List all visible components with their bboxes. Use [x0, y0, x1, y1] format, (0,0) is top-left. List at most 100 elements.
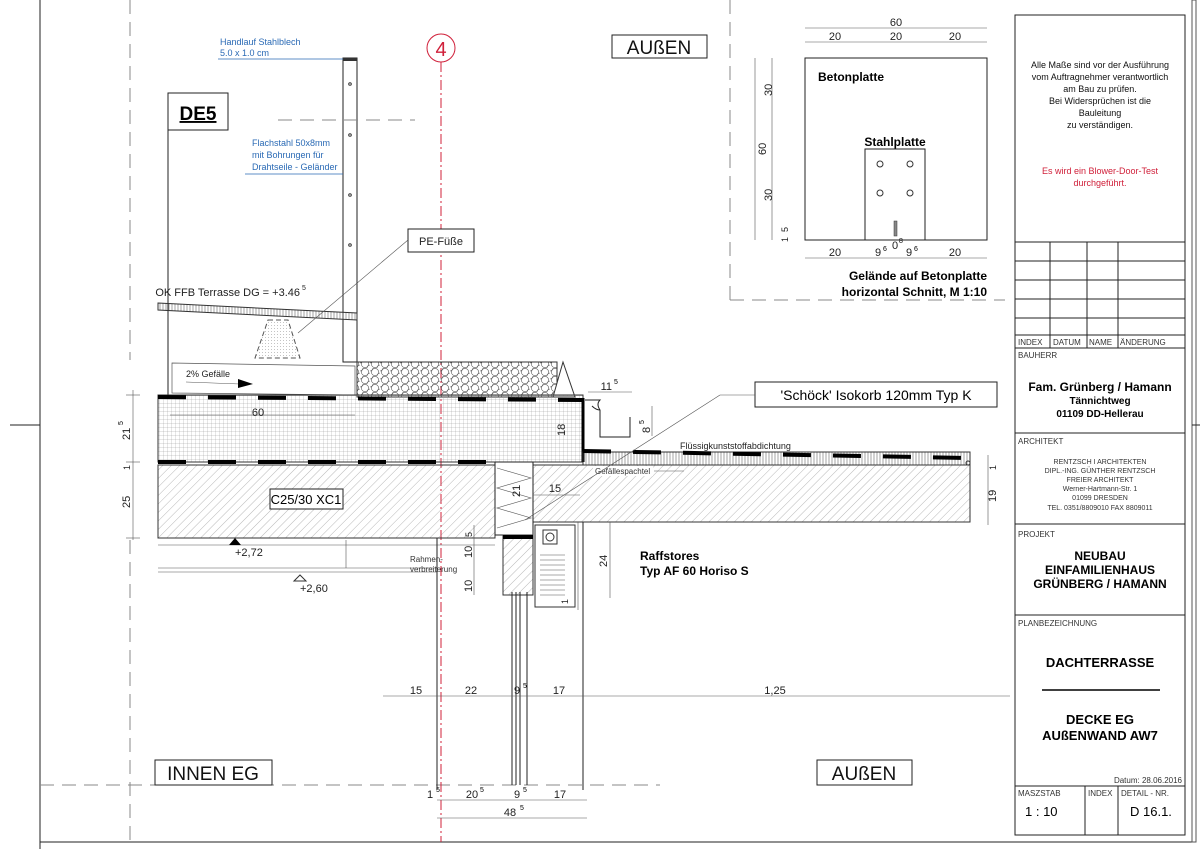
- plate_detail-bottom_sup-1-text: 6: [914, 246, 918, 253]
- revision_table-headers-0-text: INDEX: [1018, 338, 1043, 347]
- architekt-lines-4-text: 01099 DRESDEN: [1072, 495, 1128, 502]
- plate_detail-left_total-text: 60: [757, 143, 769, 155]
- concrete-grade: C25/30 XC1: [271, 492, 342, 507]
- notice-lines-5-text: zu verständigen.: [1067, 120, 1133, 130]
- footer-section: MASZSTAB 1 : 10 INDEX DETAIL - NR. D 16.…: [1018, 786, 1172, 835]
- footer-scale-text: 1 : 10: [1025, 804, 1058, 819]
- label-pe-fuesse: PE-Füße: [297, 228, 475, 334]
- label-innen-eg: INNEN EG: [154, 759, 273, 786]
- gutter-dims: 11 5 8 5: [588, 379, 653, 436]
- drawing-dims-row2-1-text: 20: [466, 789, 478, 801]
- plan-title1-text: DACHTERRASSE: [1046, 655, 1155, 670]
- drawing-dims-row1-4-text: 1,25: [764, 685, 785, 697]
- drawing-dims-d11-text: 11: [601, 381, 612, 393]
- revision-table: INDEX DATUM NAME ÄNDERUNG: [1015, 241, 1185, 349]
- plate_detail-caption-0-text: Gelände auf Betonplatte: [849, 269, 987, 283]
- drawing-dims-d1r-text: 1: [988, 465, 998, 470]
- revision_table-headers-1-text: DATUM: [1053, 338, 1081, 347]
- drawing-dims-d24-text: 24: [598, 555, 610, 567]
- drawing-dims-row2-0-text: 1: [427, 789, 433, 801]
- drawing-flachstahl-2-text: Drahtseile - Geländer: [252, 162, 338, 172]
- plate_detail-betonplatte-text: Betonplatte: [818, 70, 884, 84]
- drawing-dims-row1-1-text: 22: [465, 685, 477, 697]
- drawing-dims-d21-text: 21: [511, 485, 523, 497]
- drawing-ok_ffb_sup-text: 5: [302, 285, 306, 292]
- footer-scale_label-text: MASZSTAB: [1018, 789, 1061, 798]
- drawing-flachstahl-0-text: Flachstahl 50x8mm: [252, 138, 330, 148]
- projekt-lines-1-text: EINFAMILIENHAUS: [1045, 563, 1155, 577]
- revision_table-headers-3-text: ÄNDERUNG: [1120, 338, 1166, 347]
- plate_detail-left_small-0-text: 5: [780, 227, 790, 232]
- drawing-dims-row2_sup-2-text: 5: [523, 787, 527, 794]
- bauherr-label-text: BAUHERR: [1018, 351, 1057, 360]
- bauherr-lines-2-text: 01109 DD-Hellerau: [1056, 409, 1143, 420]
- notice-lines-0-text: Alle Maße sind vor der Ausführung: [1031, 60, 1169, 70]
- notice: Alle Maße sind vor der Ausführung vom Au…: [1031, 60, 1169, 188]
- drawing-dims-d8s-text: 5: [639, 420, 646, 424]
- sheet-frame: [10, 0, 1200, 849]
- plate_detail-bottom_parts-3-text: 20: [949, 247, 961, 259]
- drawing-ok_ffb-text: OK FFB Terrasse DG = +3.46: [155, 287, 300, 299]
- plan-date-text: Datum: 28.06.2016: [1114, 776, 1183, 785]
- drawing-dims-row2_sup-0-text: 5: [436, 787, 440, 794]
- title-block: Alle Maße sind vor der Ausführung vom Au…: [1014, 14, 1186, 836]
- drawing-dims-d10a-text: 10: [463, 546, 475, 558]
- footer-index_label-text: INDEX: [1088, 789, 1113, 798]
- raffstore-box: Raffstores Typ AF 60 Horiso S: [534, 524, 749, 608]
- annotation-handlauf: Handlauf Stahlblech 5.0 x 1.0 cm: [218, 37, 343, 60]
- drawing-dims-d19-text: 19: [987, 490, 999, 502]
- detail-tag: DE5: [167, 92, 229, 398]
- drawing-rahmen-1-text: verbreiterung: [410, 565, 457, 574]
- window-frame: [436, 522, 584, 790]
- drawing-raffstores-0-text: Raffstores: [640, 549, 700, 563]
- plate_detail-bottom_parts-0-text: 20: [829, 247, 841, 259]
- plate_detail-caption-1-text: horizontal Schnitt, M 1:10: [842, 285, 988, 299]
- drawing-dims-row2-2-text: 9: [514, 789, 520, 801]
- drawing-schoeck-text: 'Schöck' Isokorb 120mm Typ K: [780, 387, 972, 403]
- projekt-section: PROJEKT NEUBAU EINFAMILIENHAUS GRÜNBERG …: [1015, 530, 1185, 616]
- projekt-lines-2-text: GRÜNBERG / HAMANN: [1033, 576, 1166, 591]
- label-aussen-top: AUßEN: [611, 34, 708, 59]
- drawing-dims-d60-text: 60: [252, 407, 264, 419]
- projekt-label-text: PROJEKT: [1018, 530, 1055, 539]
- architekt-lines-3-text: Werner-Hartmann-Str. 1: [1063, 486, 1138, 493]
- drawing-level1-text: +2,72: [235, 547, 263, 559]
- projekt-lines-0-text: NEUBAU: [1074, 549, 1125, 563]
- plan-title2-0-text: DECKE EG: [1066, 712, 1134, 727]
- drawing-dims-row1-3-text: 17: [553, 685, 565, 697]
- drawing-handlauf-1-text: 5.0 x 1.0 cm: [220, 48, 269, 58]
- drawing-raffstores-1-text: Typ AF 60 Horiso S: [640, 564, 749, 578]
- drawing-dims-left215-text: 21: [121, 428, 133, 440]
- grid-axis-4: 4: [426, 33, 456, 842]
- drawing-dims-left25-text: 25: [121, 496, 133, 508]
- label-schoeck: 'Schöck' Isokorb 120mm Typ K: [524, 381, 998, 521]
- concrete-slab: C25/30 XC1: [157, 464, 971, 539]
- drawing-dims-d8-text: 8: [641, 427, 653, 433]
- architekt-lines-0-text: RENTZSCH I ARCHITEKTEN: [1054, 459, 1147, 466]
- drawing-dims-d10b-text: 10: [463, 580, 475, 592]
- drawing-level2-text: +2,60: [300, 583, 328, 595]
- detail-tag-text: DE5: [180, 104, 217, 125]
- plate_detail-gap-text: 0: [892, 240, 898, 252]
- gefaellespachtel-label: Gefällespachtel: [593, 466, 684, 476]
- plate_detail-bottom_parts-1-text: 9: [875, 247, 881, 259]
- right-dimensions: 1 19: [987, 455, 999, 525]
- ceiling-levels: +2,72 +2,60 Rahmen- verbreiterung: [158, 538, 495, 595]
- drawing-dims-d18-text: 18: [556, 424, 568, 436]
- drawing-dims-d5-text: 5: [464, 532, 474, 537]
- insulation-layer: 60 18: [157, 394, 585, 464]
- plate-detail: 60 20 20 20 Betonplatte Stahlplatte 60 3…: [754, 17, 988, 299]
- architekt-section: ARCHITEKT RENTZSCH I ARCHITEKTEN DIPL.-I…: [1015, 437, 1185, 525]
- footer-detail-text: D 16.1.: [1130, 804, 1172, 819]
- plate_detail-left_small-1-text: 1: [780, 237, 790, 242]
- drawing-dims-row1-0-text: 15: [410, 685, 422, 697]
- drawing-gefaelle-text: 2% Gefälle: [186, 369, 230, 379]
- revision_table-headers-2-text: NAME: [1089, 338, 1112, 347]
- label-aussen-bottom: AUßEN: [816, 759, 913, 786]
- bauherr-lines-1-text: Tännichtweg: [1069, 396, 1130, 407]
- notice-red_lines-0-text: Es wird ein Blower-Door-Test: [1042, 166, 1159, 176]
- drawing-rahmen-0-text: Rahmen-: [410, 555, 443, 564]
- drawing-gefaellespachtel-text: Gefällespachtel: [595, 467, 650, 476]
- drawing-dims-left215s-text: 5: [118, 421, 125, 425]
- gutter: [585, 399, 631, 438]
